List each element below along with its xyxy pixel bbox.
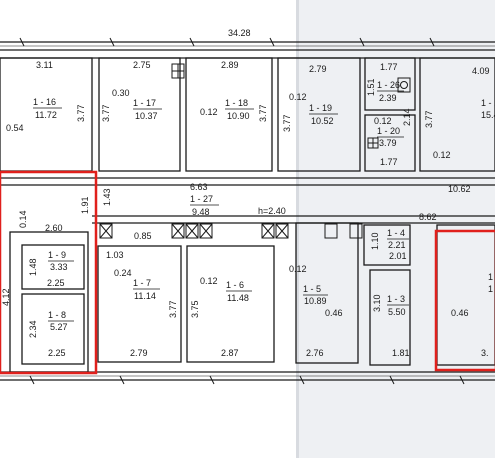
room-id-1-9: 1 - 9 [48,250,66,260]
highlight-boxes [0,170,495,375]
room-id-1-3: 1 - 3 [387,294,405,304]
room-id-1-6: 1 - 6 [226,280,244,290]
walls [0,41,495,381]
dim-top-1-16: 3.11 [36,60,53,70]
dim-top-right-top: 4.09 [472,66,490,76]
room-area-1-18: 10.90 [227,111,250,121]
room-area-1-6: 11.48 [227,293,249,303]
dim-side-1-7: 3.77 [168,300,178,318]
extra-right-bottom: 0.46 [451,308,469,318]
dim-side-1-6: 3.75 [190,300,200,318]
room-id-1-5: 1 - 5 [303,284,321,294]
extra-1-5: 0.46 [325,308,343,318]
dim-top-1-27: 6.63 [190,182,208,192]
room-area-right-bottom: 1 [488,284,493,294]
dim-side-1-18: 3.77 [258,104,268,122]
room-id-1-7: 1 - 7 [133,278,151,288]
room-id-1-20: 1 - 20 [377,126,400,136]
room-area-1-19: 10.52 [311,116,334,126]
room-area-1-20: 3.79 [379,138,397,148]
highlight-left [0,170,98,375]
room-id-1-26: 1 - 26 [377,80,400,90]
dim-top-1-19: 2.79 [309,64,327,74]
dim-bottom-1-9: 2.25 [47,278,65,288]
height-note: h=2.40 [258,206,286,216]
vent-shafts [99,63,411,239]
extra-1-8: 4.12 [1,288,11,306]
extra2-1-5: 0.12 [289,264,307,274]
room-id-1-16: 1 - 16 [33,97,56,107]
room-area-1-4: 2.21 [388,240,406,250]
overall-dimension: 34.28 [228,28,251,38]
dim-bottom-1-26: 1.77 [380,157,398,167]
extra-1-6: 0.12 [200,276,218,286]
dim-side-1-17: 3.77 [101,104,111,122]
room-id-1-4: 1 - 4 [387,228,405,238]
dim-bottom-right-bottom: 3. [481,348,489,358]
dim-bottom-1-6: 2.87 [221,348,239,358]
dim-bottom-right-top: 10.62 [448,184,471,194]
dim-bottom-1-7: 2.79 [130,348,148,358]
dim-top-1-9: 2.60 [45,223,63,233]
dim-top-1-26: 1.77 [380,62,398,72]
dim-side-1-8: 2.34 [28,320,38,338]
room-id-right-top: 1 - 2 [481,98,495,108]
dim-bottom-1-4: 2.01 [389,251,407,261]
room-id-right-bottom: 1 [488,272,493,282]
extra-1-17: 0.30 [112,88,130,98]
extra2-1-7: 0.85 [134,231,152,241]
dim-side-1-20: 2.14 [402,108,412,126]
room-area-1-3: 5.50 [388,307,406,317]
extra-1-16: 0.54 [6,123,24,133]
room-area-1-26: 2.39 [379,93,397,103]
dim-side-1-26: 1.51 [366,78,376,96]
extra-1-7: 0.24 [114,268,132,278]
paper-fold-shade [296,0,495,458]
dim-left-1-27: 1.91 [80,196,90,214]
dimension-ticks [19,37,465,385]
room-id-1-19: 1 - 19 [309,103,332,113]
dim-side-1-16: 3.77 [76,104,86,122]
dim-top-1-17: 2.75 [133,60,151,70]
extra-1-19: 0.12 [289,92,307,102]
extra-right-top: 0.12 [433,150,451,160]
dim-side-1-3: 3.10 [372,294,382,312]
room-area-1-8: 5.27 [50,322,68,332]
dim-side-1-4: 1.10 [370,232,380,250]
room-area-1-7: 11.14 [134,291,156,301]
dim-side-1-9: 1.48 [28,258,38,276]
room-id-1-27: 1 - 27 [190,194,213,204]
room-id-1-8: 1 - 8 [48,310,66,320]
room-id-1-18: 1 - 18 [225,98,248,108]
extra-1-20: 0.12 [374,116,392,126]
room-area-1-27: 9.48 [192,207,210,217]
dim-bottom-1-5: 2.76 [306,348,324,358]
room-id-1-17: 1 - 17 [133,98,156,108]
labels: 34.28 3.11 1 - 16 11.72 3.77 0.54 2.75 0… [1,28,495,358]
dim-side-1-27: 1.43 [102,188,112,206]
dim-side-right-top: 3.77 [424,110,434,128]
dim-top-right-bottom: 8.62 [419,212,437,222]
room-area-1-16: 11.72 [35,110,57,120]
room-area-1-17: 10.37 [135,111,158,121]
dim-top-1-18: 2.89 [221,60,239,70]
room-area-1-9: 3.33 [50,262,68,272]
highlight-right [434,229,495,372]
extra-1-9: 0.14 [18,210,28,228]
dim-bottom-1-3: 1.81 [392,348,410,358]
paper-fold-edge [296,0,299,458]
room-area-1-5: 10.89 [304,296,327,306]
extra-1-18: 0.12 [200,107,218,117]
dim-bottom-1-8: 2.25 [48,348,66,358]
dim-side-1-19: 3.77 [282,114,292,132]
room-area-right-top: 15.4 [481,110,495,120]
dim-top-1-7: 1.03 [106,250,124,260]
